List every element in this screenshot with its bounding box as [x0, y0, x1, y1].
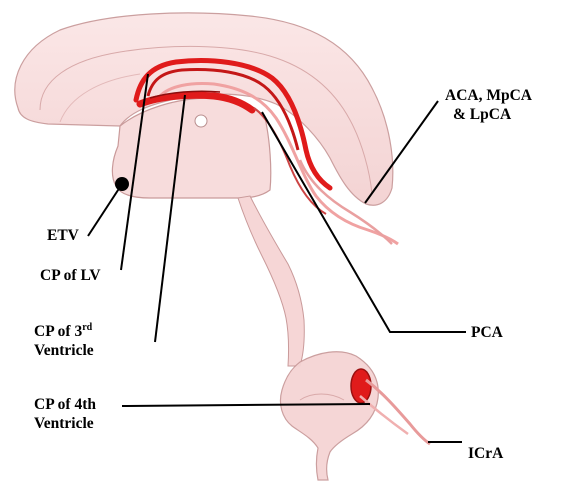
- label-etv: ETV: [47, 226, 79, 245]
- third-ventricle: [112, 98, 270, 198]
- label-cp-3rd-sup: rd: [82, 322, 92, 333]
- label-cp-3rd-line2: Ventricle: [34, 341, 94, 360]
- label-cp-3rd-ventricle: CP of 3rd Ventricle: [34, 322, 94, 360]
- label-aca-line2: & LpCA: [445, 105, 532, 124]
- label-cp-4th-ventricle: CP of 4th Ventricle: [34, 395, 96, 433]
- label-pca: PCA: [471, 323, 503, 342]
- etv-marker-icon: [115, 177, 129, 191]
- cerebral-aqueduct: [238, 196, 304, 366]
- label-aca-line1: ACA, MpCA: [445, 86, 532, 105]
- label-cp-lv: CP of LV: [40, 266, 101, 285]
- label-cp-4th-line1: CP of 4th: [34, 395, 96, 414]
- label-cp-4th-line2: Ventricle: [34, 414, 96, 433]
- label-icra: ICrA: [468, 444, 503, 463]
- label-aca-mpca-lpca: ACA, MpCA & LpCA: [445, 86, 532, 124]
- foramen-icon: [195, 115, 207, 127]
- label-cp-3rd-prefix: CP of 3: [34, 323, 82, 340]
- leader-etv: [88, 184, 122, 236]
